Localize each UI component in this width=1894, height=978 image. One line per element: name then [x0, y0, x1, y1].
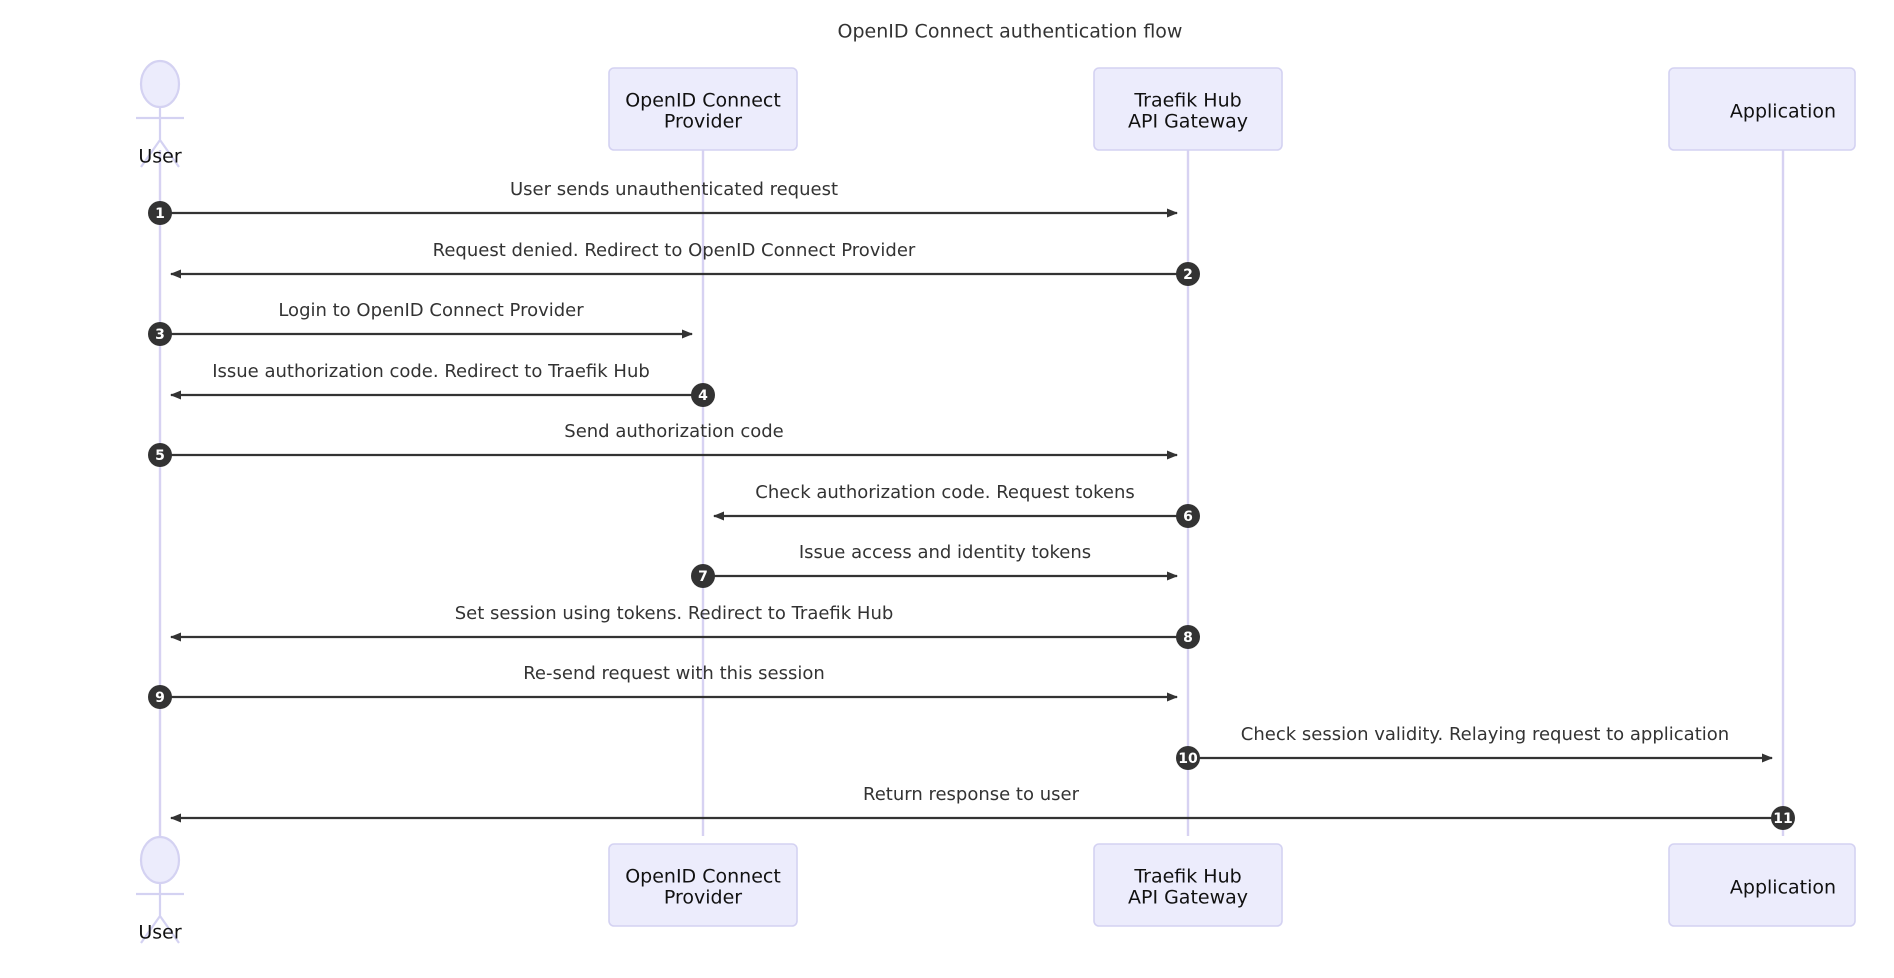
- participant-app-bottom[interactable]: Application: [1668, 843, 1856, 927]
- message-5[interactable]: Send authorization code 5: [148, 421, 1178, 467]
- actor-body-icon: [136, 107, 184, 168]
- message-label-6: Check authorization code. Request tokens: [755, 482, 1135, 503]
- message-label-8: Set session using tokens. Redirect to Tr…: [455, 603, 894, 624]
- sequence-bubble-1: [148, 201, 172, 225]
- sequence-number-7: 7: [698, 569, 708, 585]
- sequence-number-4: 4: [698, 388, 708, 404]
- participant-label-oidc-bottom-line2: Provider: [664, 887, 742, 909]
- sequence-number-8: 8: [1183, 630, 1193, 646]
- actor-head-icon-bottom: [139, 835, 181, 885]
- message-1[interactable]: User sends unauthenticated request 1: [148, 179, 1178, 225]
- participant-label-hub-bottom-line2: API Gateway: [1128, 887, 1248, 909]
- participant-label-user-bottom: User: [138, 922, 181, 944]
- sequence-number-9: 9: [155, 690, 165, 706]
- participant-box-oidc-top[interactable]: [608, 67, 798, 151]
- participant-label-hub-bottom-line1: Traefik Hub: [1133, 866, 1241, 888]
- sequence-bubble-5: [148, 443, 172, 467]
- participant-label-user-top: User: [138, 146, 181, 168]
- message-11[interactable]: Return response to user 11: [170, 784, 1795, 830]
- participant-box-oidc-bottom[interactable]: [608, 843, 798, 927]
- message-label-4: Issue authorization code. Redirect to Tr…: [212, 361, 650, 382]
- participant-label-hub-top-line2: API Gateway: [1128, 111, 1248, 133]
- sequence-bubble-7: [691, 564, 715, 588]
- sequence-bubble-8: [1176, 625, 1200, 649]
- sequence-bubble-3: [148, 322, 172, 346]
- participant-oidc-bottom[interactable]: OpenID Connect Provider: [608, 843, 798, 927]
- message-4[interactable]: Issue authorization code. Redirect to Tr…: [170, 361, 715, 407]
- message-label-2: Request denied. Redirect to OpenID Conne…: [433, 240, 916, 261]
- page-title: OpenID Connect authentication flow: [838, 21, 1183, 43]
- message-label-7: Issue access and identity tokens: [799, 542, 1091, 563]
- sequence-number-11: 11: [1773, 811, 1792, 827]
- sequence-number-6: 6: [1183, 509, 1193, 525]
- sequence-bubble-2: [1176, 262, 1200, 286]
- sequence-number-3: 3: [155, 327, 165, 343]
- message-label-5: Send authorization code: [564, 421, 783, 442]
- participant-oidc-top[interactable]: OpenID Connect Provider: [608, 67, 798, 151]
- message-label-1: User sends unauthenticated request: [510, 179, 838, 200]
- participant-hub-top[interactable]: Traefik Hub API Gateway: [1093, 67, 1283, 151]
- participant-box-hub-bottom[interactable]: [1093, 843, 1283, 927]
- message-label-10: Check session validity. Relaying request…: [1241, 724, 1729, 745]
- sequence-number-10: 10: [1178, 751, 1198, 767]
- message-6[interactable]: Check authorization code. Request tokens…: [713, 482, 1200, 528]
- sequence-bubble-4: [691, 383, 715, 407]
- sequence-bubble-9: [148, 685, 172, 709]
- sequence-bubble-11: [1771, 806, 1795, 830]
- participant-user-bottom[interactable]: User: [136, 835, 184, 944]
- message-2[interactable]: Request denied. Redirect to OpenID Conne…: [170, 240, 1200, 286]
- message-label-3: Login to OpenID Connect Provider: [278, 300, 584, 321]
- participant-app-top[interactable]: Application: [1668, 67, 1856, 151]
- message-label-11: Return response to user: [863, 784, 1080, 805]
- message-label-9: Re-send request with this session: [523, 663, 825, 684]
- actor-body-icon-bottom: [136, 883, 184, 944]
- participant-label-oidc-top-line2: Provider: [664, 111, 742, 133]
- message-10[interactable]: Check session validity. Relaying request…: [1176, 724, 1773, 770]
- sequence-bubble-6: [1176, 504, 1200, 528]
- participant-label-oidc-bottom-line1: OpenID Connect: [625, 866, 781, 888]
- actor-head-icon: [139, 59, 181, 109]
- message-3[interactable]: Login to OpenID Connect Provider 3: [148, 300, 693, 346]
- participant-label-oidc-top-line1: OpenID Connect: [625, 90, 781, 112]
- participant-label-app-top: Application: [1730, 101, 1836, 123]
- sequence-bubble-10: [1176, 746, 1200, 770]
- message-8[interactable]: Set session using tokens. Redirect to Tr…: [170, 603, 1200, 649]
- participant-label-app-bottom: Application: [1730, 877, 1836, 899]
- participant-user-top[interactable]: User: [136, 59, 184, 168]
- participant-hub-bottom[interactable]: Traefik Hub API Gateway: [1093, 843, 1283, 927]
- message-9[interactable]: Re-send request with this session 9: [148, 663, 1178, 709]
- message-7[interactable]: Issue access and identity tokens 7: [691, 542, 1178, 588]
- participant-box-app-top[interactable]: [1668, 67, 1856, 151]
- participant-label-hub-top-line1: Traefik Hub: [1133, 90, 1241, 112]
- sequence-number-1: 1: [155, 206, 165, 222]
- sequence-number-5: 5: [155, 448, 165, 464]
- sequence-number-2: 2: [1183, 267, 1193, 283]
- participant-box-app-bottom[interactable]: [1668, 843, 1856, 927]
- participant-box-hub-top[interactable]: [1093, 67, 1283, 151]
